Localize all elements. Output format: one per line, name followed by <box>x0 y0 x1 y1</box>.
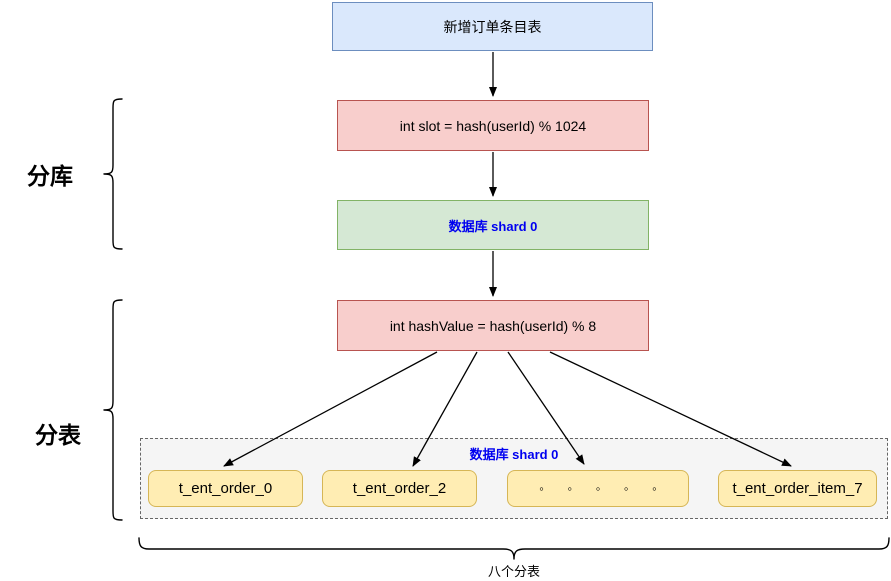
hash-formula-label: int hashValue = hash(userId) % 8 <box>389 317 597 334</box>
table-node-label: t_ent_order_2 <box>352 480 447 497</box>
brace-table-sharding <box>103 299 123 521</box>
brace-eight-tables <box>138 537 890 560</box>
db-sharding-label: 分库 <box>27 163 73 189</box>
brace-db-sharding <box>103 98 123 250</box>
table-node-label: t_ent_order_0 <box>178 480 273 497</box>
slot-formula-label: int slot = hash(userId) % 1024 <box>399 117 587 134</box>
table-node-label: t_ent_order_item_7 <box>732 480 863 497</box>
ellipsis-dots: ◦ ◦ ◦ ◦ ◦ <box>539 481 667 496</box>
entry-table-label: 新增订单条目表 <box>443 18 542 35</box>
db-shard-label: 数据库 shard 0 <box>448 218 538 234</box>
shard-container-label: 数据库 shard 0 <box>469 447 559 462</box>
table-node-t-ent-order-2: t_ent_order_2 <box>322 470 477 507</box>
entry-table-node: 新增订单条目表 <box>332 2 653 51</box>
hash-formula-node: int hashValue = hash(userId) % 8 <box>337 300 649 351</box>
table-node-t-ent-order-item-7: t_ent_order_item_7 <box>718 470 877 507</box>
db-shard-node: 数据库 shard 0 <box>337 200 649 250</box>
eight-tables-label: 八个分表 <box>487 564 540 579</box>
table-sharding-label: 分表 <box>35 422 81 448</box>
table-node-t-ent-order-0: t_ent_order_0 <box>148 470 303 507</box>
slot-formula-node: int slot = hash(userId) % 1024 <box>337 100 649 151</box>
table-node-ellipsis: ◦ ◦ ◦ ◦ ◦ <box>507 470 689 507</box>
